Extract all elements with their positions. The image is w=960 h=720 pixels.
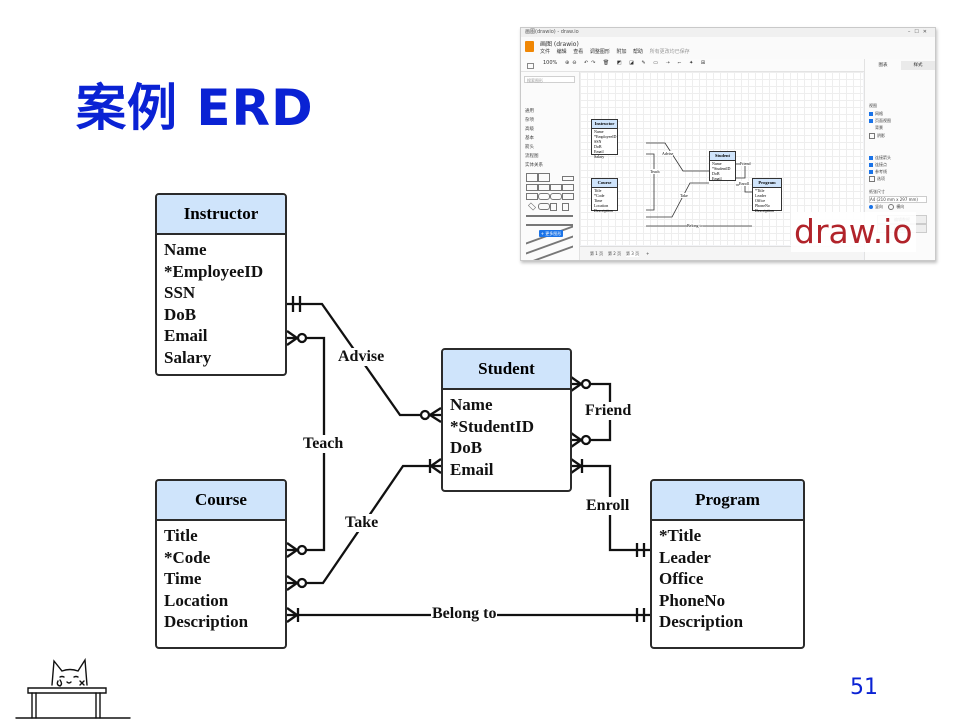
attribute: Description: [659, 612, 744, 632]
menu-file[interactable]: 文件: [540, 49, 551, 55]
paper-size-select[interactable]: A4 (210 mm x 297 mm): [869, 196, 927, 203]
row-connection-arrows[interactable]: 连接箭头: [869, 155, 891, 161]
attribute: Name: [164, 240, 207, 259]
attribute: Time: [164, 569, 202, 589]
library-arrows[interactable]: 箭头: [525, 145, 534, 150]
entity-instructor[interactable]: Instructor Name *EmployeeID SSN DoB Emai…: [155, 193, 287, 376]
menu-help[interactable]: 帮助: [633, 49, 644, 55]
attribute: Description: [164, 612, 249, 632]
page-tab-2[interactable]: 第 2 页: [608, 251, 622, 256]
label-take: Take: [344, 514, 380, 532]
mini-entity-student[interactable]: Student Name *StudentID DoB Email: [709, 151, 736, 181]
label-teach: Teach: [302, 435, 345, 453]
row-background[interactable]: 背景: [875, 125, 883, 130]
entity-course[interactable]: Course Title *Code Time Location Descrip…: [155, 479, 287, 649]
cat-at-desk-icon: [15, 657, 131, 719]
mini-entity-course[interactable]: Course Title *Code Time Location Descrip…: [591, 178, 618, 213]
attribute: Title: [164, 526, 198, 545]
menu-edit[interactable]: 编辑: [556, 49, 567, 55]
attribute: Email: [164, 326, 208, 346]
page-tab-1[interactable]: 第 1 页: [590, 251, 604, 256]
window-controls[interactable]: –☐✕: [907, 29, 931, 35]
page-tab-3[interactable]: 第 3 页: [626, 251, 640, 257]
attribute: Salary: [164, 347, 212, 367]
app-header: 画图 (drawio) 文件 编辑 查看 调整图形 附加 帮助 所有更改均已保存: [521, 37, 935, 60]
attribute: Name: [450, 395, 493, 414]
mini-entity-instructor[interactable]: Instructor Name *EmployeeID SSN DoB Emai…: [591, 119, 618, 159]
label-belong-to: Belong to: [431, 605, 498, 623]
library-entity-relation[interactable]: 实体关系: [525, 163, 543, 168]
row-orientation[interactable]: 竖向 横向: [869, 204, 904, 210]
format-panel-icon[interactable]: [527, 63, 534, 69]
label-advise: Advise: [337, 348, 386, 366]
more-shapes-button[interactable]: + 更多图形: [539, 230, 563, 237]
row-grid[interactable]: 网格: [869, 111, 883, 117]
menu-bar: 文件 编辑 查看 调整图形 附加 帮助 所有更改均已保存: [540, 48, 695, 55]
entity-student[interactable]: Student Name *StudentID DoB Email: [441, 348, 572, 492]
attribute: Office: [659, 569, 704, 589]
add-page-icon[interactable]: +: [646, 251, 650, 256]
zoom-level[interactable]: 100%: [543, 60, 558, 66]
tab-diagram[interactable]: 图表: [878, 63, 888, 68]
attribute: *Title: [659, 526, 702, 545]
drawio-logo-icon: [525, 41, 534, 52]
attribute: *StudentID: [450, 416, 535, 436]
shape-search-input[interactable]: 搜索图形: [524, 76, 575, 83]
format-panel: 图表 样式 视图 网格 页面视图 背景 阴影 连接箭头 连接点 参考线 选项 纸…: [864, 59, 935, 260]
mini-label-friend: Friend: [740, 161, 751, 166]
row-shadow[interactable]: 阴影: [869, 133, 885, 139]
attribute: Leader: [659, 547, 711, 567]
drawio-screenshot: 画图(drawio) - draw.io –☐✕ 画图 (drawio) 文件 …: [520, 27, 936, 261]
menu-view[interactable]: 查看: [573, 49, 584, 55]
library-advanced[interactable]: 高级: [525, 127, 534, 132]
attribute: DoB: [450, 438, 483, 458]
row-paper-size: 纸张尺寸: [869, 189, 885, 194]
attribute: DoB: [164, 304, 197, 324]
toolbar: 100% ⊕⊖ ↶↷ 🗑 ◩ ◪ ✎ ▭ ⇢ ⌐ ✦ ⊞: [521, 59, 935, 72]
page-number: 51: [850, 675, 878, 700]
library-general[interactable]: 通用: [525, 109, 534, 114]
slide-title: 案例 ERD: [76, 79, 314, 137]
entity-title: Instructor: [157, 195, 285, 235]
row-options[interactable]: 选项: [869, 176, 885, 182]
library-flowchart[interactable]: 流程图: [525, 154, 539, 159]
library-basic[interactable]: 基本: [525, 136, 534, 141]
row-guides[interactable]: 参考线: [869, 169, 887, 175]
row-page-view[interactable]: 页面视图: [869, 118, 891, 124]
entity-title: Program: [652, 481, 803, 521]
entity-title: Student: [443, 350, 570, 390]
row-connection-points[interactable]: 连接点: [869, 162, 887, 168]
menu-arrange[interactable]: 调整图形: [589, 49, 610, 55]
attribute: *EmployeeID: [164, 261, 264, 281]
row-view: 视图: [869, 103, 877, 108]
window-title: 画图(drawio) - draw.io: [525, 29, 579, 35]
menu-extras[interactable]: 附加: [616, 49, 627, 55]
drawio-label: draw.io: [791, 212, 916, 252]
mini-label-teach: Teach: [650, 169, 660, 174]
mini-label-belong-to: Belong to: [687, 223, 703, 228]
shape-library-panel: 搜索图形 通用 杂项 高级 基本 箭头 流程图 实体关系: [521, 72, 580, 260]
mini-label-enroll: Enroll: [739, 181, 749, 186]
file-name[interactable]: 画图 (drawio): [540, 41, 579, 48]
tab-style[interactable]: 样式: [901, 61, 935, 70]
attribute: *Code: [164, 547, 211, 567]
attribute: PhoneNo: [659, 590, 726, 610]
save-status: 所有更改均已保存: [649, 49, 690, 55]
entity-title: Course: [157, 481, 285, 521]
library-misc[interactable]: 杂项: [525, 118, 534, 123]
attribute: SSN: [164, 283, 196, 303]
toolbar-icons[interactable]: ⊕⊖ ↶↷ 🗑 ◩ ◪ ✎ ▭ ⇢ ⌐ ✦ ⊞: [565, 60, 709, 66]
label-friend: Friend: [584, 402, 633, 420]
mini-label-advise: Advise: [662, 151, 674, 156]
attribute: Email: [450, 459, 494, 479]
mini-entity-program[interactable]: Program *Title Leader Office PhoneNo Des…: [752, 178, 782, 213]
entity-program[interactable]: Program *Title Leader Office PhoneNo Des…: [650, 479, 805, 649]
attribute: Location: [164, 590, 229, 610]
label-enroll: Enroll: [585, 497, 631, 515]
mini-label-take: Take: [680, 193, 688, 198]
